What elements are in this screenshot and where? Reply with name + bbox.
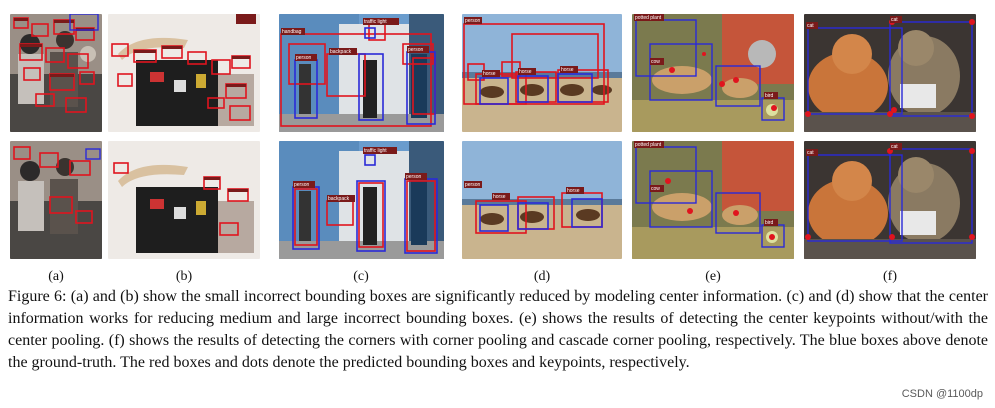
tag-backpack: backpack: [330, 49, 352, 55]
tag-traffic-light: traffic light: [364, 19, 387, 25]
tag-horse-3: horse: [561, 67, 574, 73]
figure-caption: Figure 6: (a) and (b) show the small inc…: [8, 288, 988, 371]
tag-cat-2: cat: [891, 17, 898, 23]
label-d: (d): [533, 269, 551, 284]
label-a: (a): [48, 269, 64, 284]
panel-a-bottom: [10, 141, 102, 259]
tag-potted-plant: potted plant: [635, 15, 662, 21]
panel-b-top: [108, 14, 260, 132]
tag-person-2: person: [408, 47, 424, 53]
panel-d-bottom: person horse horse: [462, 141, 622, 259]
tag-backpack-b: backpack: [328, 196, 350, 202]
panel-b-bottom: [108, 141, 260, 259]
tag-cow: cow: [651, 59, 660, 65]
tag-bird: bird: [765, 93, 774, 99]
label-e: (e): [705, 269, 721, 284]
panel-e-bottom: potted plant cow bird: [632, 141, 794, 259]
tag-horse-2: horse: [519, 69, 532, 75]
tag-cat-2b: cat: [891, 144, 898, 150]
label-c: (c): [353, 269, 369, 284]
tag-cat-1b: cat: [807, 150, 814, 156]
panel-c-top: handbag traffic light person backpack pe…: [279, 14, 444, 132]
tag-horse-db1: horse: [493, 194, 506, 200]
tag-person-b2: person: [406, 174, 422, 180]
tag-person-b: person: [294, 182, 310, 188]
panel-f-top: cat cat: [804, 14, 976, 132]
label-b: (b): [175, 269, 193, 284]
tag-bird-b: bird: [765, 220, 774, 226]
tag-person-db: person: [465, 182, 481, 188]
tag-person-d: person: [465, 18, 481, 24]
watermark: CSDN @1100dp: [901, 388, 983, 400]
tag-cat-1: cat: [807, 23, 814, 29]
tag-horse-db2: horse: [567, 188, 580, 194]
tag-horse-1: horse: [483, 71, 496, 77]
tag-cow-b: cow: [651, 186, 660, 192]
panel-d-top: person horse horse horse: [462, 14, 622, 132]
tag-potted-plant-b: potted plant: [635, 142, 662, 148]
panel-e-top: potted plant cow bird: [632, 14, 794, 132]
panel-c-bottom: traffic light person backpack person: [279, 141, 444, 259]
panel-f-bottom: cat cat: [804, 141, 976, 259]
tag-person: person: [296, 55, 312, 61]
panel-a-top: [10, 14, 102, 132]
tag-traffic-light-b: traffic light: [364, 148, 387, 154]
tag-handbag: handbag: [282, 29, 302, 35]
label-f: (f): [883, 269, 897, 284]
